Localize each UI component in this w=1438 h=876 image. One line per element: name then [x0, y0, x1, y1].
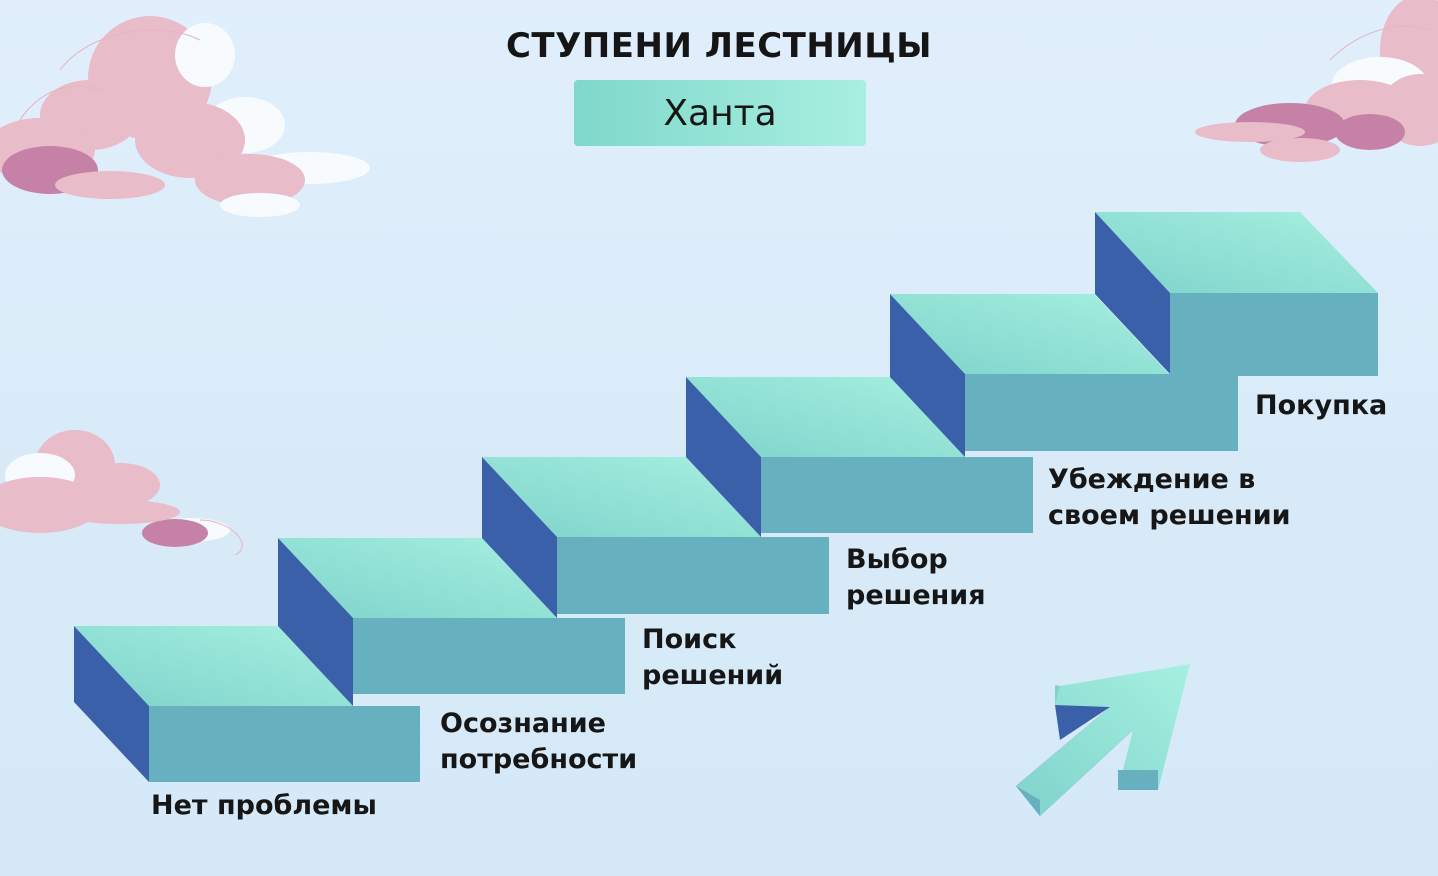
step-label-line: Убеждение в: [1048, 464, 1256, 495]
step-label-line: Выбор: [846, 544, 948, 575]
step-label-6: Покупка: [1255, 388, 1387, 424]
step-label-line: решений: [642, 660, 784, 691]
step-2: [278, 538, 625, 706]
step-1: [74, 626, 420, 782]
step-label-line: Поиск: [642, 624, 737, 655]
step-label-2: Осознание потребности: [440, 706, 637, 778]
arrow-up-right-icon: [1016, 664, 1190, 816]
cloud-icon: [1195, 0, 1438, 162]
step-4: [686, 377, 1033, 537]
page-title: СТУПЕНИ ЛЕСТНИЦЫ: [505, 26, 933, 66]
step-label-line: Осознание: [440, 708, 606, 739]
cloud-icon: [0, 16, 370, 217]
step-label-3: Поиск решений: [642, 622, 783, 694]
subtitle-badge: Ханта: [574, 80, 866, 146]
step-label-1: Нет проблемы: [151, 788, 377, 824]
step-label-line: Покупка: [1255, 390, 1388, 421]
step-label-line: Нет проблемы: [151, 790, 377, 821]
step-3: [482, 457, 829, 618]
step-6: [1095, 212, 1378, 376]
step-label-4: Выбор решения: [846, 542, 986, 614]
step-5: [890, 294, 1238, 457]
cloud-icon: [0, 430, 243, 556]
step-label-line: потребности: [440, 744, 638, 775]
step-label-5: Убеждение в своем решении: [1048, 462, 1291, 534]
step-label-line: решения: [846, 580, 986, 611]
step-label-line: своем решении: [1048, 500, 1291, 531]
